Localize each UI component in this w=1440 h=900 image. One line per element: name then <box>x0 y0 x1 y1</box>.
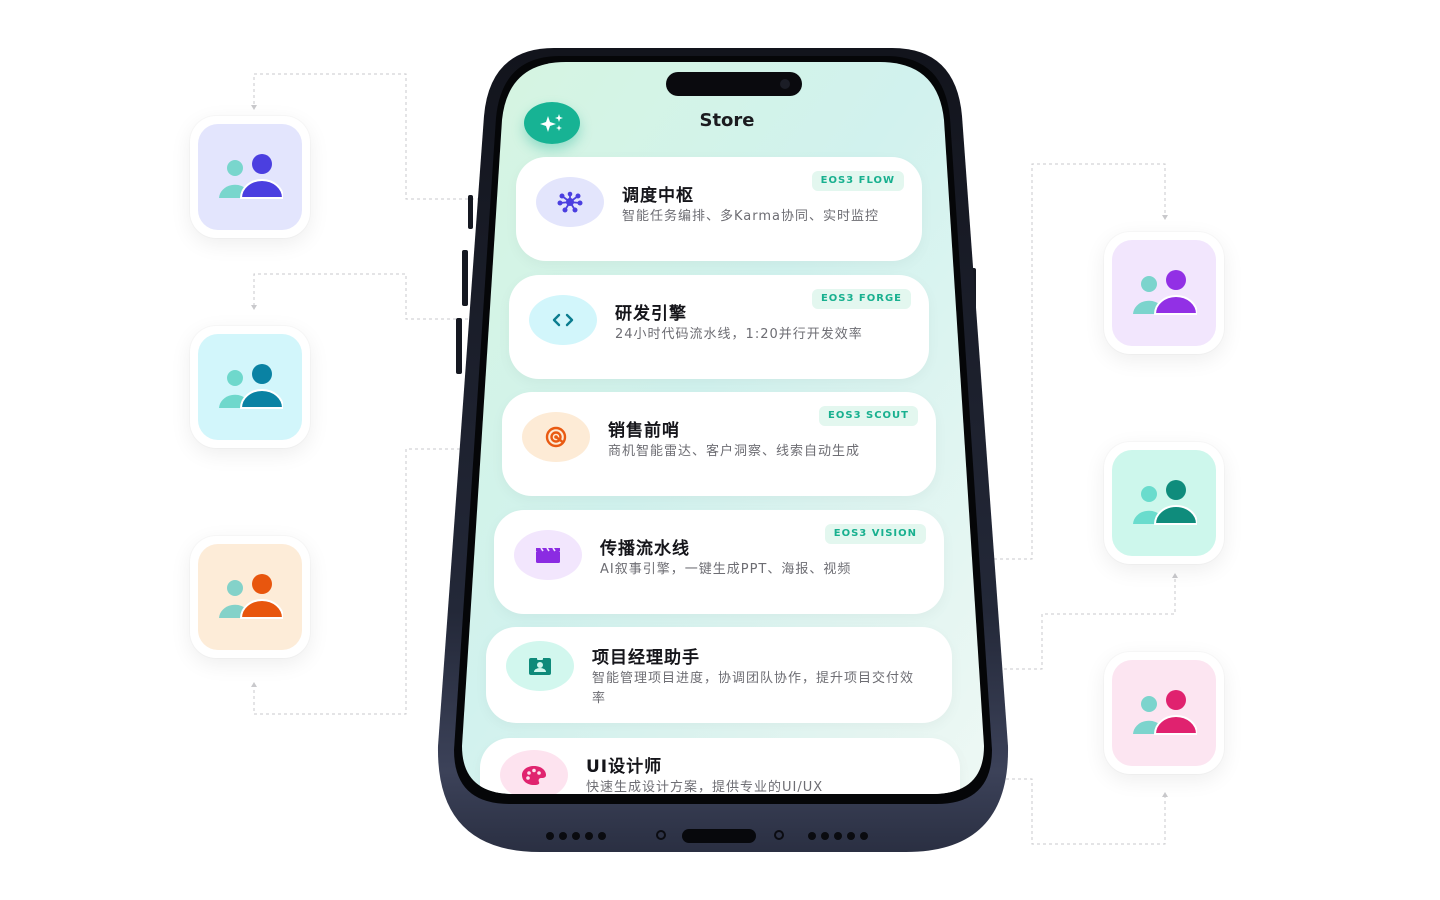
network-hub-icon <box>556 191 584 213</box>
right-tile-3[interactable] <box>1104 652 1224 774</box>
radar-target-icon <box>542 426 570 448</box>
screen-content: Store 调度中枢 智能任务编排、多Karma协同、实时监控 EOS3 FLO… <box>450 54 996 806</box>
right-tile-1-inner <box>1112 240 1216 346</box>
users-icon <box>1133 270 1197 315</box>
left-tile-2-inner <box>198 334 302 440</box>
card-title: 传播流水线 <box>600 539 690 559</box>
card-badge: EOS3 FORGE <box>812 289 911 309</box>
card-title: 销售前哨 <box>608 421 680 441</box>
card-icon-bg <box>500 750 568 800</box>
users-icon <box>219 364 283 409</box>
badge-id-icon <box>526 655 554 677</box>
card-badge: EOS3 SCOUT <box>819 406 918 426</box>
store-card-dispatch-hub[interactable]: 调度中枢 智能任务编排、多Karma协同、实时监控 EOS3 FLOW <box>516 157 922 261</box>
card-description: 快速生成设计方案，提供专业的UI/UX <box>586 780 824 795</box>
speaker-grille-right <box>808 832 868 840</box>
left-tile-3[interactable] <box>190 536 310 658</box>
ai-sparkle-button[interactable] <box>524 102 580 144</box>
users-icon <box>1133 690 1197 735</box>
card-icon-bg <box>522 412 590 462</box>
card-title: 调度中枢 <box>622 186 694 206</box>
users-icon <box>219 574 283 619</box>
charging-port <box>682 829 756 843</box>
left-tile-1[interactable] <box>190 116 310 238</box>
card-title: 项目经理助手 <box>592 648 700 668</box>
store-card-comms-pipeline[interactable]: 传播流水线 AI叙事引擎，一键生成PPT、海报、视频 EOS3 VISION <box>494 510 944 614</box>
right-tile-3-inner <box>1112 660 1216 766</box>
card-badge: EOS3 FLOW <box>812 171 904 191</box>
users-icon <box>1133 480 1197 525</box>
card-description: AI叙事引擎，一键生成PPT、海报、视频 <box>600 562 852 577</box>
card-title: UI设计师 <box>586 757 663 777</box>
card-description: 智能管理项目进度，协调团队协作，提升项目交付效率 <box>592 671 915 706</box>
card-description: 24小时代码流水线，1:20并行开发效率 <box>615 327 863 342</box>
card-title: 研发引擎 <box>615 304 687 324</box>
store-card-pm-assistant[interactable]: 项目经理助手 智能管理项目进度，协调团队协作，提升项目交付效率 <box>486 627 952 723</box>
phone-screen: Store 调度中枢 智能任务编排、多Karma协同、实时监控 EOS3 FLO… <box>450 54 996 806</box>
card-icon-bg <box>529 295 597 345</box>
dynamic-island <box>666 72 802 96</box>
card-badge: EOS3 VISION <box>825 524 926 544</box>
right-tile-2[interactable] <box>1104 442 1224 564</box>
page-title: Store <box>699 110 755 131</box>
store-header: Store <box>450 100 996 144</box>
camera-dot <box>780 79 790 89</box>
speaker-grille-left <box>546 832 606 840</box>
store-card-rnd-engine[interactable]: 研发引擎 24小时代码流水线，1:20并行开发效率 EOS3 FORGE <box>509 275 929 379</box>
microphone-left <box>656 830 666 840</box>
card-description: 商机智能雷达、客户洞察、线索自动生成 <box>608 444 861 459</box>
card-icon-bg <box>514 530 582 580</box>
card-icon-bg <box>506 641 574 691</box>
sparkles-icon <box>539 112 565 134</box>
right-tile-2-inner <box>1112 450 1216 556</box>
clapperboard-icon <box>534 544 562 566</box>
store-card-sales-outpost[interactable]: 销售前哨 商机智能雷达、客户洞察、线索自动生成 EOS3 SCOUT <box>502 392 936 496</box>
palette-icon <box>520 764 548 786</box>
left-tile-3-inner <box>198 544 302 650</box>
card-icon-bg <box>536 177 604 227</box>
users-icon <box>219 154 283 199</box>
left-tile-2[interactable] <box>190 326 310 448</box>
right-tile-1[interactable] <box>1104 232 1224 354</box>
phone-volume-down-button <box>456 318 462 374</box>
card-description: 智能任务编排、多Karma协同、实时监控 <box>622 209 880 224</box>
code-brackets-icon <box>549 309 577 331</box>
left-tile-1-inner <box>198 124 302 230</box>
microphone-right <box>774 830 784 840</box>
phone-action-button <box>468 195 473 229</box>
phone-mockup: Store 调度中枢 智能任务编排、多Karma协同、实时监控 EOS3 FLO… <box>436 46 1010 854</box>
